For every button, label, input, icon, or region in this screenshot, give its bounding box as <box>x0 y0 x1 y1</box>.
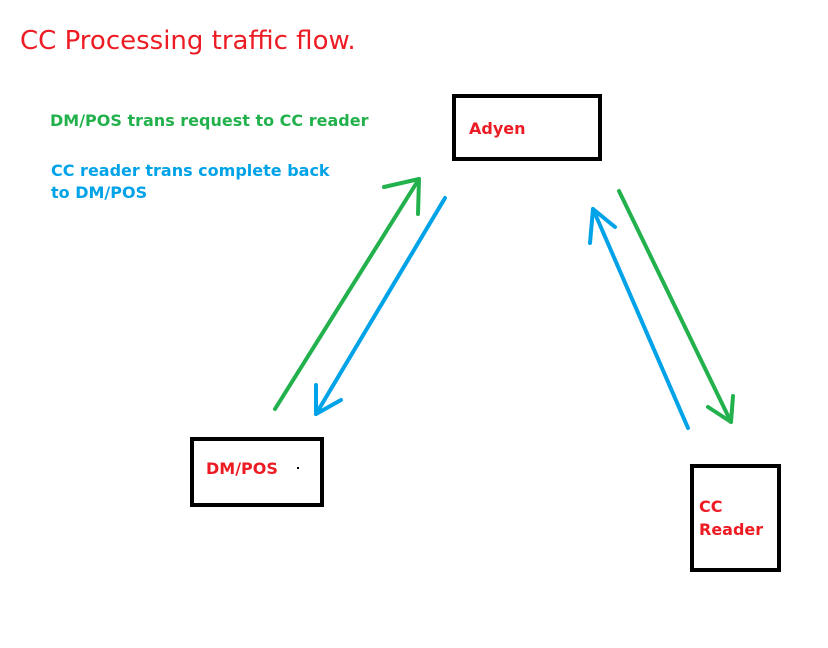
arrow-adyen-to-ccreader <box>617 189 735 424</box>
legend-request: DM/POS trans request to CC reader <box>50 111 369 130</box>
node-adyen-label: Adyen <box>469 119 526 138</box>
diagram-title: CC Processing traffic flow. <box>20 26 356 56</box>
arrow-adyen-to-dmpos <box>314 196 447 416</box>
legend-response: CC reader trans complete back to DM/POS <box>51 161 330 202</box>
node-dmpos-label: DM/POS <box>206 459 278 478</box>
stray-dot <box>297 467 299 469</box>
arrow-ccreader-to-adyen <box>588 207 690 430</box>
node-ccreader-label: CC Reader <box>699 497 764 539</box>
arrow-dmpos-to-adyen <box>273 177 421 411</box>
node-adyen: Adyen <box>452 94 602 161</box>
node-dmpos: DM/POS <box>190 437 324 507</box>
node-ccreader: CC Reader <box>690 464 781 572</box>
